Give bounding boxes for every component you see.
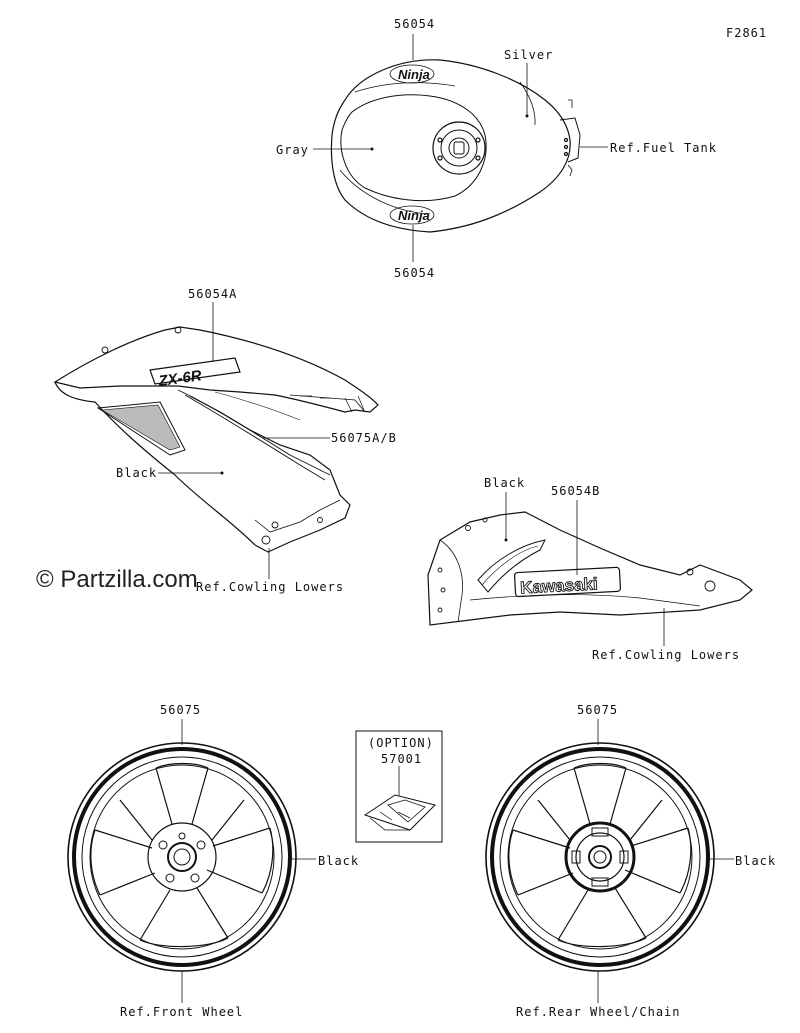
tank-silver-label: Silver xyxy=(504,48,554,62)
lower-cowl-illustration[interactable] xyxy=(427,511,753,626)
option-part-label[interactable]: 57001 xyxy=(381,752,423,766)
tank-logo-top: Ninja xyxy=(398,67,430,82)
upper-cowl-illustration[interactable] xyxy=(53,326,379,553)
fuel-tank-illustration[interactable] xyxy=(330,59,581,233)
front-wheel-illustration[interactable] xyxy=(67,742,297,972)
tank-ref-label[interactable]: Ref.Fuel Tank xyxy=(610,141,717,155)
tank-gray-dot xyxy=(370,147,374,151)
front-wheel-leader-lines xyxy=(181,719,316,1003)
option-box[interactable] xyxy=(355,730,443,843)
rear-wheel-ref-label[interactable]: Ref.Rear Wheel/Chain xyxy=(516,1005,681,1019)
lower-cowl-part-label[interactable]: 56054B xyxy=(551,484,601,498)
tank-part-top-label[interactable]: 56054 xyxy=(394,17,436,31)
upper-cowl-ref-label[interactable]: Ref.Cowling Lowers xyxy=(196,580,345,594)
figure-code: F2861 xyxy=(726,26,768,40)
lower-cowl-ref-label[interactable]: Ref.Cowling Lowers xyxy=(592,648,741,662)
front-wheel-ref-label[interactable]: Ref.Front Wheel xyxy=(120,1005,244,1019)
rear-wheel-part-label[interactable]: 56075 xyxy=(577,703,619,717)
tank-silver-dot xyxy=(525,114,529,118)
tank-gray-label: Gray xyxy=(276,143,309,157)
upper-cowl-stripe-part-label[interactable]: 56075A/B xyxy=(331,431,397,445)
lower-cowl-decal-text: Kawasaki xyxy=(520,574,598,597)
upper-cowl-leader-lines xyxy=(158,302,330,579)
option-title-label: (OPTION) xyxy=(368,736,434,750)
tank-logo-bottom: Ninja xyxy=(398,208,430,223)
rear-wheel-illustration[interactable] xyxy=(485,742,715,972)
front-wheel-black-label: Black xyxy=(318,854,360,868)
tank-part-bottom-label[interactable]: 56054 xyxy=(394,266,436,280)
lower-cowl-black-label: Black xyxy=(484,476,526,490)
upper-cowl-part-label[interactable]: 56054A xyxy=(188,287,238,301)
front-wheel-part-label[interactable]: 56075 xyxy=(160,703,202,717)
rear-wheel-leader-lines xyxy=(597,719,734,1003)
tank-leader-lines xyxy=(313,34,608,262)
upper-cowl-decal-text: ZX-6R xyxy=(156,367,202,390)
watermark: © Partzilla.com xyxy=(36,566,198,593)
lower-cowl-black-dot xyxy=(504,538,508,542)
rear-wheel-black-label: Black xyxy=(735,854,777,868)
upper-cowl-black-dot xyxy=(220,471,224,475)
upper-cowl-black-label: Black xyxy=(116,466,158,480)
lower-cowl-leader-lines xyxy=(505,492,665,646)
